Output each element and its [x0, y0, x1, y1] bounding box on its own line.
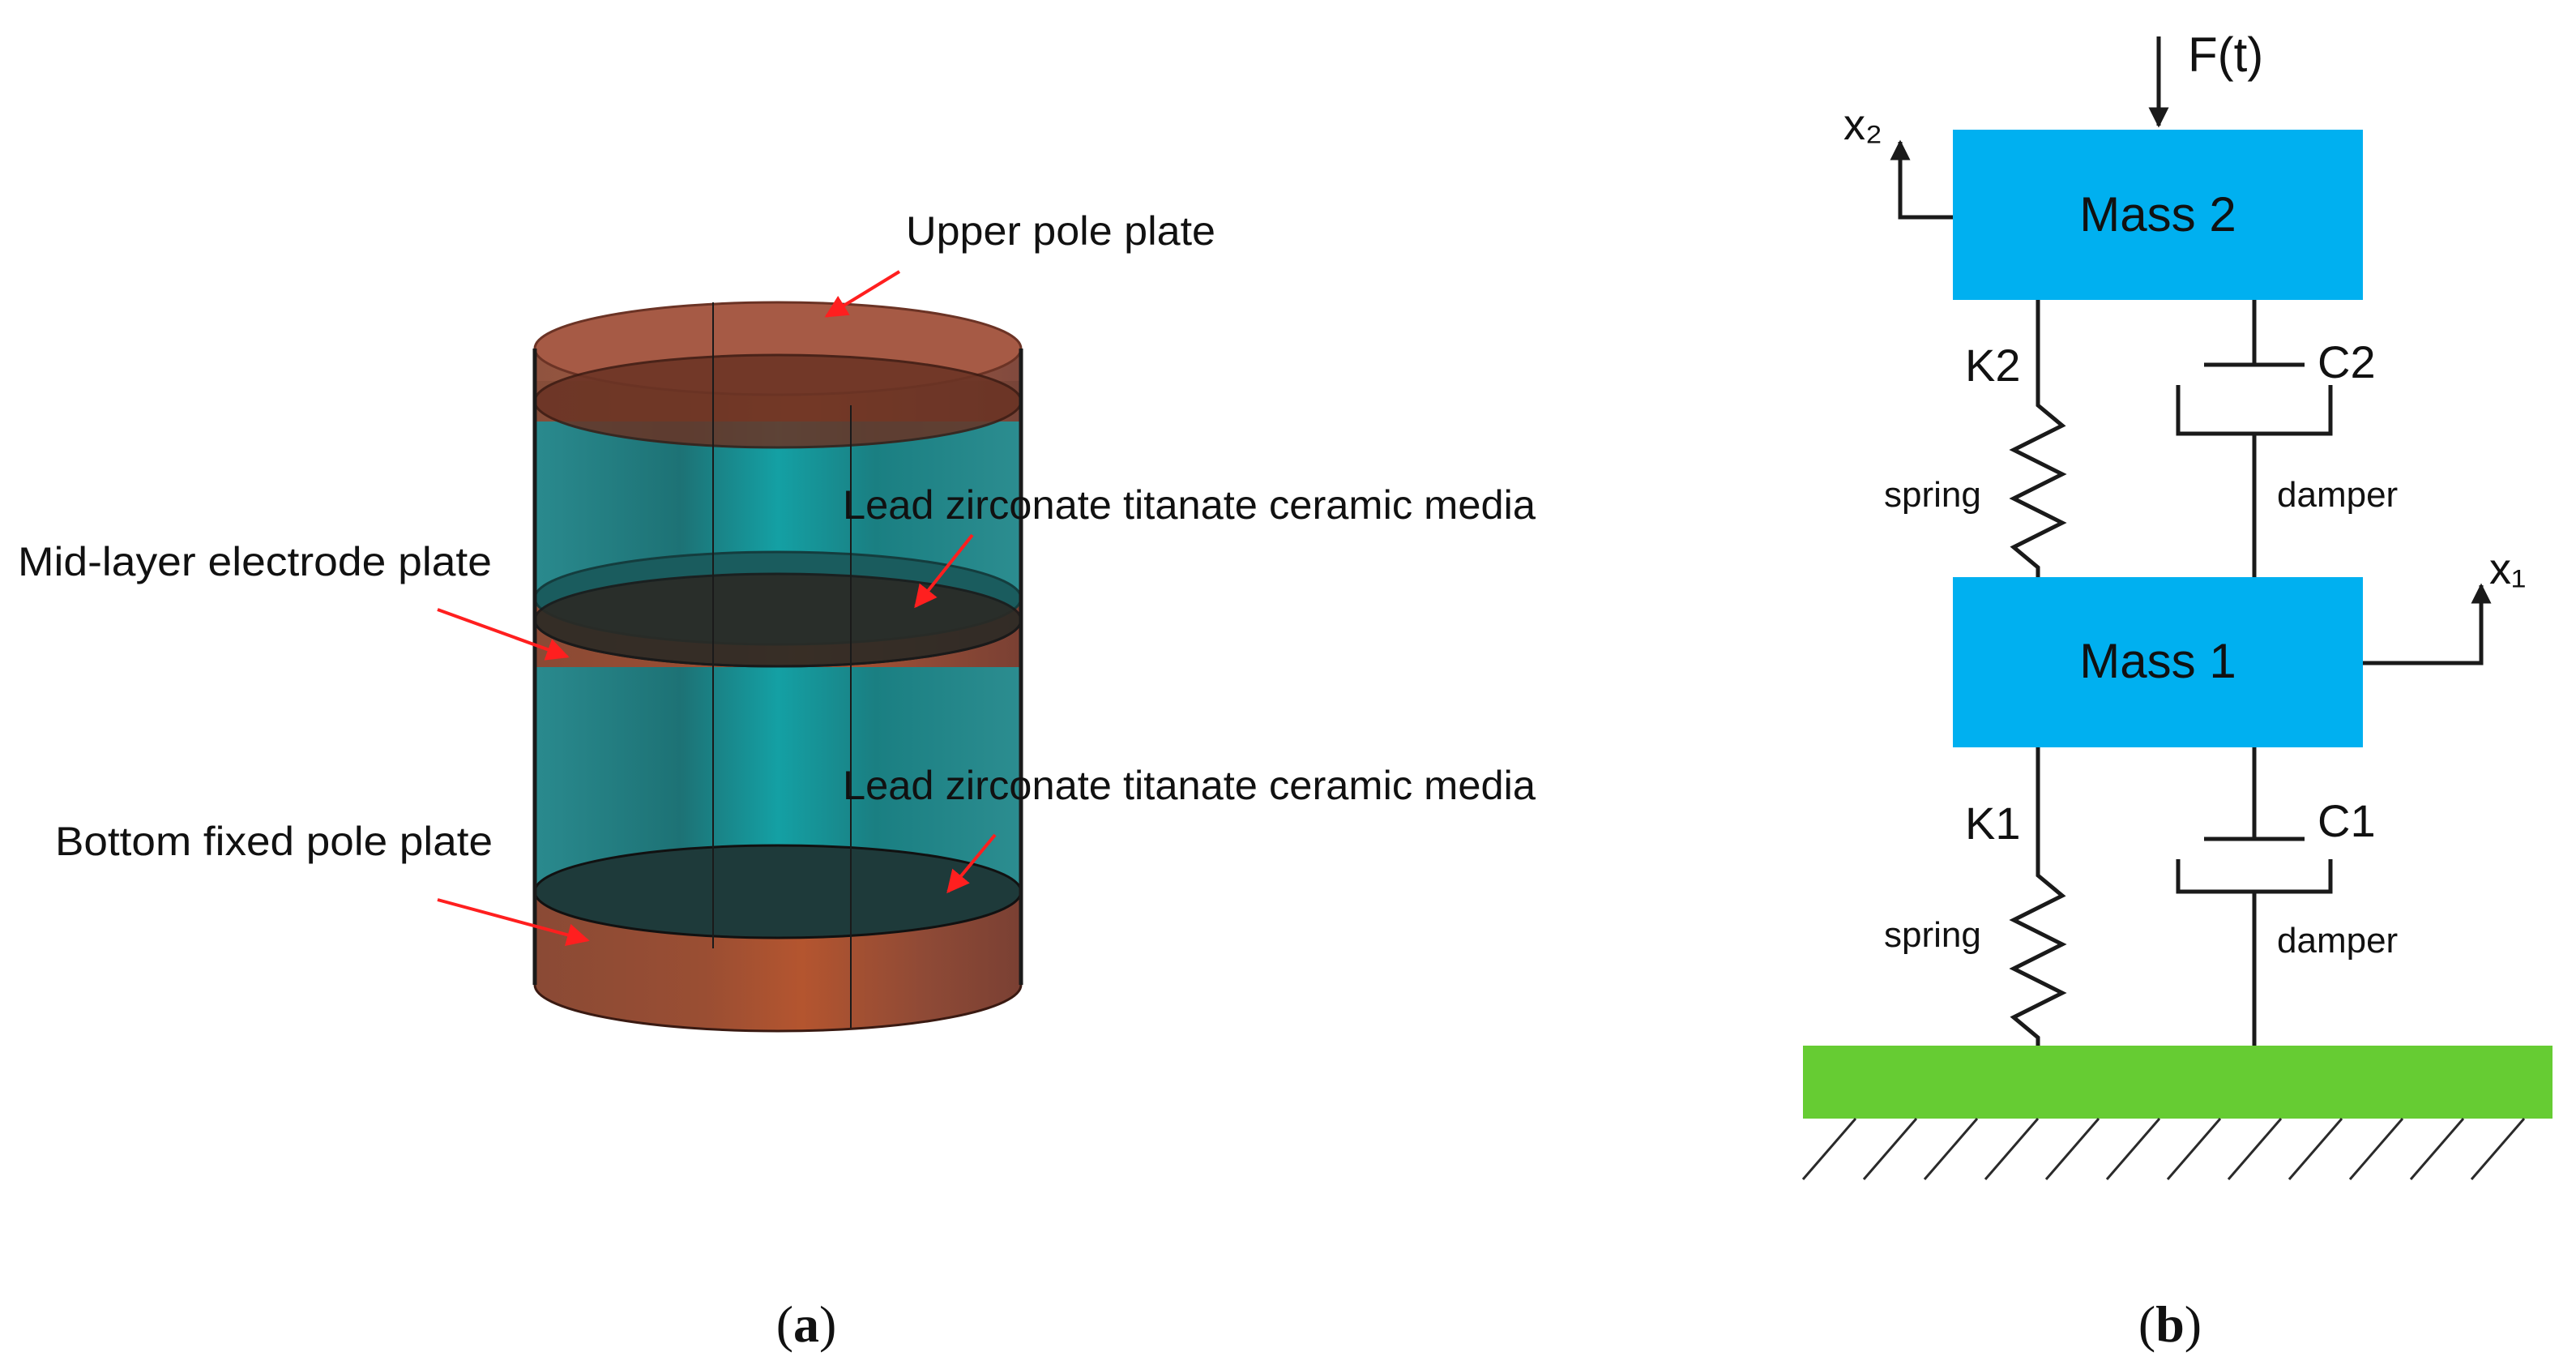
caption-b: (b)	[2138, 1295, 2202, 1353]
damper-upper-label: damper	[2277, 475, 2398, 515]
caption-a-close: )	[819, 1295, 836, 1353]
mass-2-block	[1953, 130, 2363, 300]
mass-1-label: Mass 1	[2079, 634, 2236, 688]
caption-a-letter: a	[793, 1295, 819, 1353]
ground-bar	[1803, 1046, 2553, 1119]
label-upper-pole-plate: Upper pole plate	[906, 208, 1215, 254]
k2-label: K2	[1965, 340, 2021, 391]
spring-upper-label: spring	[1884, 475, 1981, 515]
spring-k2	[2009, 300, 2067, 577]
panel-b: F(t) Mass 2 x₂ K2 spring C2 damper Mass …	[1801, 28, 2553, 1353]
k1-label: K1	[1965, 798, 2021, 849]
spring-lower-label: spring	[1884, 915, 1981, 955]
x2-arrow	[1890, 139, 1953, 220]
x1-arrow	[2363, 583, 2492, 665]
mass-1-block	[1953, 577, 2363, 747]
arrow-pzt-media-lower	[946, 833, 997, 894]
label-bottom-fixed-pole-plate: Bottom fixed pole plate	[55, 819, 493, 864]
cylinder-model	[532, 301, 1023, 1033]
upper-plate-bottom	[533, 353, 1023, 449]
bottom-plate-bottom	[535, 939, 1021, 1031]
damper-lower-label: damper	[2277, 921, 2398, 961]
arrow-pzt-media-upper	[914, 533, 974, 609]
x1-label: x₁	[2489, 545, 2526, 593]
mass-2-label: Mass 2	[2079, 187, 2236, 242]
caption-a: (a)	[776, 1295, 837, 1353]
x2-label: x₂	[1843, 101, 1882, 149]
caption-b-close: )	[2185, 1295, 2202, 1353]
label-pzt-media-lower: Lead zirconate titanate ceramic media	[843, 763, 1536, 808]
caption-b-open: (	[2138, 1295, 2155, 1353]
caption-a-open: (	[776, 1295, 793, 1353]
damper-c2-cylinder	[2176, 385, 2333, 436]
label-mid-layer-electrode-plate: Mid-layer electrode plate	[18, 539, 492, 584]
panel-a: Upper pole plate Lead zirconate titanate…	[18, 208, 1536, 1353]
caption-b-letter: b	[2155, 1295, 2185, 1353]
spring-k1	[2009, 747, 2067, 1046]
arrow-upper-pole-plate	[824, 270, 901, 318]
damper-c1-cylinder	[2176, 859, 2333, 894]
label-pzt-media-upper: Lead zirconate titanate ceramic media	[843, 482, 1536, 528]
arrow-mid-layer-electrode-plate	[437, 608, 570, 661]
force-label: F(t)	[2188, 28, 2263, 82]
arrow-bottom-fixed-pole-plate	[437, 898, 590, 946]
c1-label: C1	[2318, 795, 2376, 846]
c2-label: C2	[2318, 336, 2376, 387]
ground-hatching	[1801, 1118, 2526, 1180]
